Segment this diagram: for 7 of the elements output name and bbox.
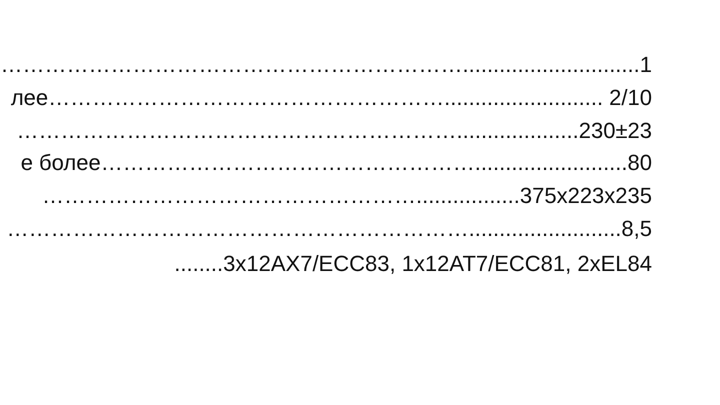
spec-row: ……………………………………………………….............................1 [0,52,652,78]
spec-row: е более…………………………………………….........................80 [20,150,652,176]
spec-row: лее……………………………………………….......................... 2/10 [10,85,652,111]
spec-row: ……………………………………………………….........................8,5 [6,216,652,242]
spec-row: ……………………………………………………....................230±23 [16,118,652,144]
spec-row: ........3x12AX7/ECC83, 1x12AT7/ECC81, 2xEL84 [174,251,652,277]
spec-row: …………………………………………….................375x223x235 [42,183,652,209]
